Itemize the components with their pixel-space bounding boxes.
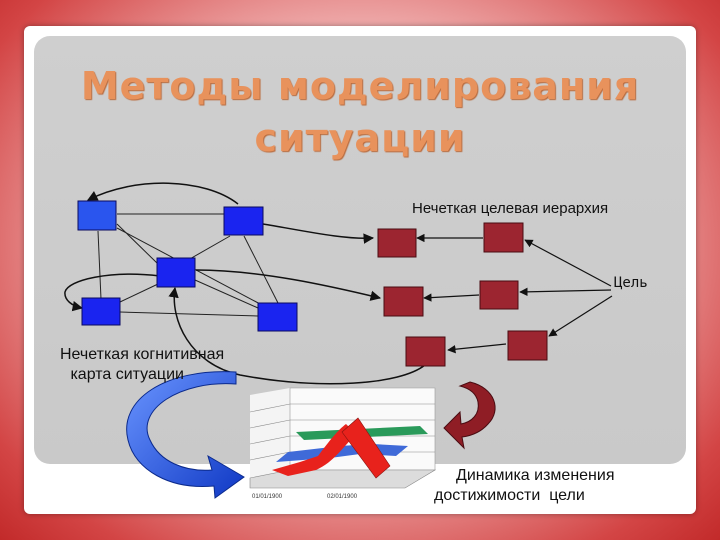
edge	[119, 283, 159, 303]
hierarchy-node	[383, 286, 424, 317]
edge	[194, 279, 259, 309]
hierarchy-node	[507, 330, 548, 361]
cognitive-node	[156, 257, 196, 288]
curved-arrow	[195, 269, 382, 301]
goal-label: Цель	[614, 275, 648, 291]
cognitive-map-nodes	[77, 200, 298, 332]
cognitive-node	[77, 200, 117, 231]
dynamics-label-line-2: достижимости цели	[434, 487, 585, 504]
x-tick-2: 02/01/1900	[327, 494, 358, 500]
x-tick-1: 01/01/1900	[252, 494, 283, 500]
hierarchy-nodes	[377, 222, 548, 367]
hierarchy-arrow	[548, 295, 613, 337]
title-line-2: ситуации	[254, 116, 466, 160]
hierarchy-arrow	[447, 343, 507, 354]
hierarchy-node	[479, 280, 519, 310]
chart-floor	[249, 469, 437, 489]
hierarchy-node	[377, 228, 417, 258]
hierarchy-arrow	[519, 287, 612, 297]
edge	[119, 311, 259, 317]
curved-arrow	[168, 286, 426, 385]
edge	[243, 235, 279, 304]
curved-arrow	[262, 223, 375, 244]
hierarchy-arrow	[423, 293, 480, 302]
cognitive-node	[223, 206, 264, 236]
cycle-arrow-red	[443, 381, 496, 450]
hierarchy-node	[405, 336, 446, 367]
cognitive-map-label-line-1: Нечеткая когнитивная	[60, 346, 225, 363]
hierarchy-edges	[416, 233, 613, 354]
cognitive-node	[257, 302, 298, 332]
hierarchy-node	[483, 222, 524, 253]
chart-sidewall	[250, 388, 290, 478]
red-marker-bar	[341, 417, 391, 479]
title-line-1: Методы моделирования	[80, 64, 640, 108]
blue-curved-arrow	[126, 371, 245, 499]
series-red	[272, 424, 356, 476]
slide-title: Методы моделирования ситуации	[34, 60, 686, 164]
cycle-arrow-blue	[126, 371, 245, 499]
fuzzy-goal-hierarchy-label: Нечеткая целевая иерархия	[412, 200, 609, 217]
edge	[116, 223, 159, 265]
edge	[97, 230, 102, 300]
dynamics-chart: 01/01/1900 02/01/1900	[249, 387, 437, 500]
connector-arrows	[64, 182, 426, 385]
curved-arrow	[87, 182, 239, 205]
curved-arrow	[64, 273, 161, 312]
hierarchy-arrow	[524, 239, 612, 287]
edge	[187, 235, 231, 261]
cognitive-node	[81, 297, 121, 326]
cognitive-map-label-line-2: карта ситуации	[66, 366, 184, 383]
dynamics-label-line-1: Динамика изменения	[456, 467, 615, 484]
red-curved-arrow	[443, 381, 496, 450]
